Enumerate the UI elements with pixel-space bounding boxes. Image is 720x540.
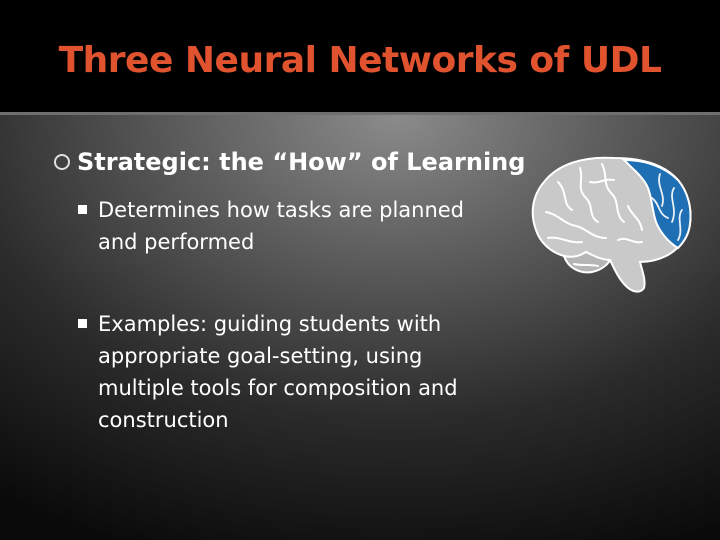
brain-icon (531, 156, 692, 293)
bullet-item-1: Determines how tasks are planned and per… (78, 194, 508, 258)
bullet-text-1: Determines how tasks are planned and per… (98, 198, 465, 254)
title-divider (0, 112, 720, 115)
circle-bullet-icon (54, 154, 70, 170)
bullet-text-2: Examples: guiding students with appropri… (98, 312, 458, 432)
bullet-item-2: Examples: guiding students with appropri… (78, 308, 498, 436)
square-bullet-icon (78, 319, 87, 328)
slide-title: Three Neural Networks of UDL (58, 40, 662, 81)
title-bar: Three Neural Networks of UDL (0, 0, 720, 112)
heading-item: Strategic: the “How” of Learning (54, 148, 525, 176)
square-bullet-icon (78, 205, 87, 214)
heading-text: Strategic: the “How” of Learning (77, 148, 526, 176)
